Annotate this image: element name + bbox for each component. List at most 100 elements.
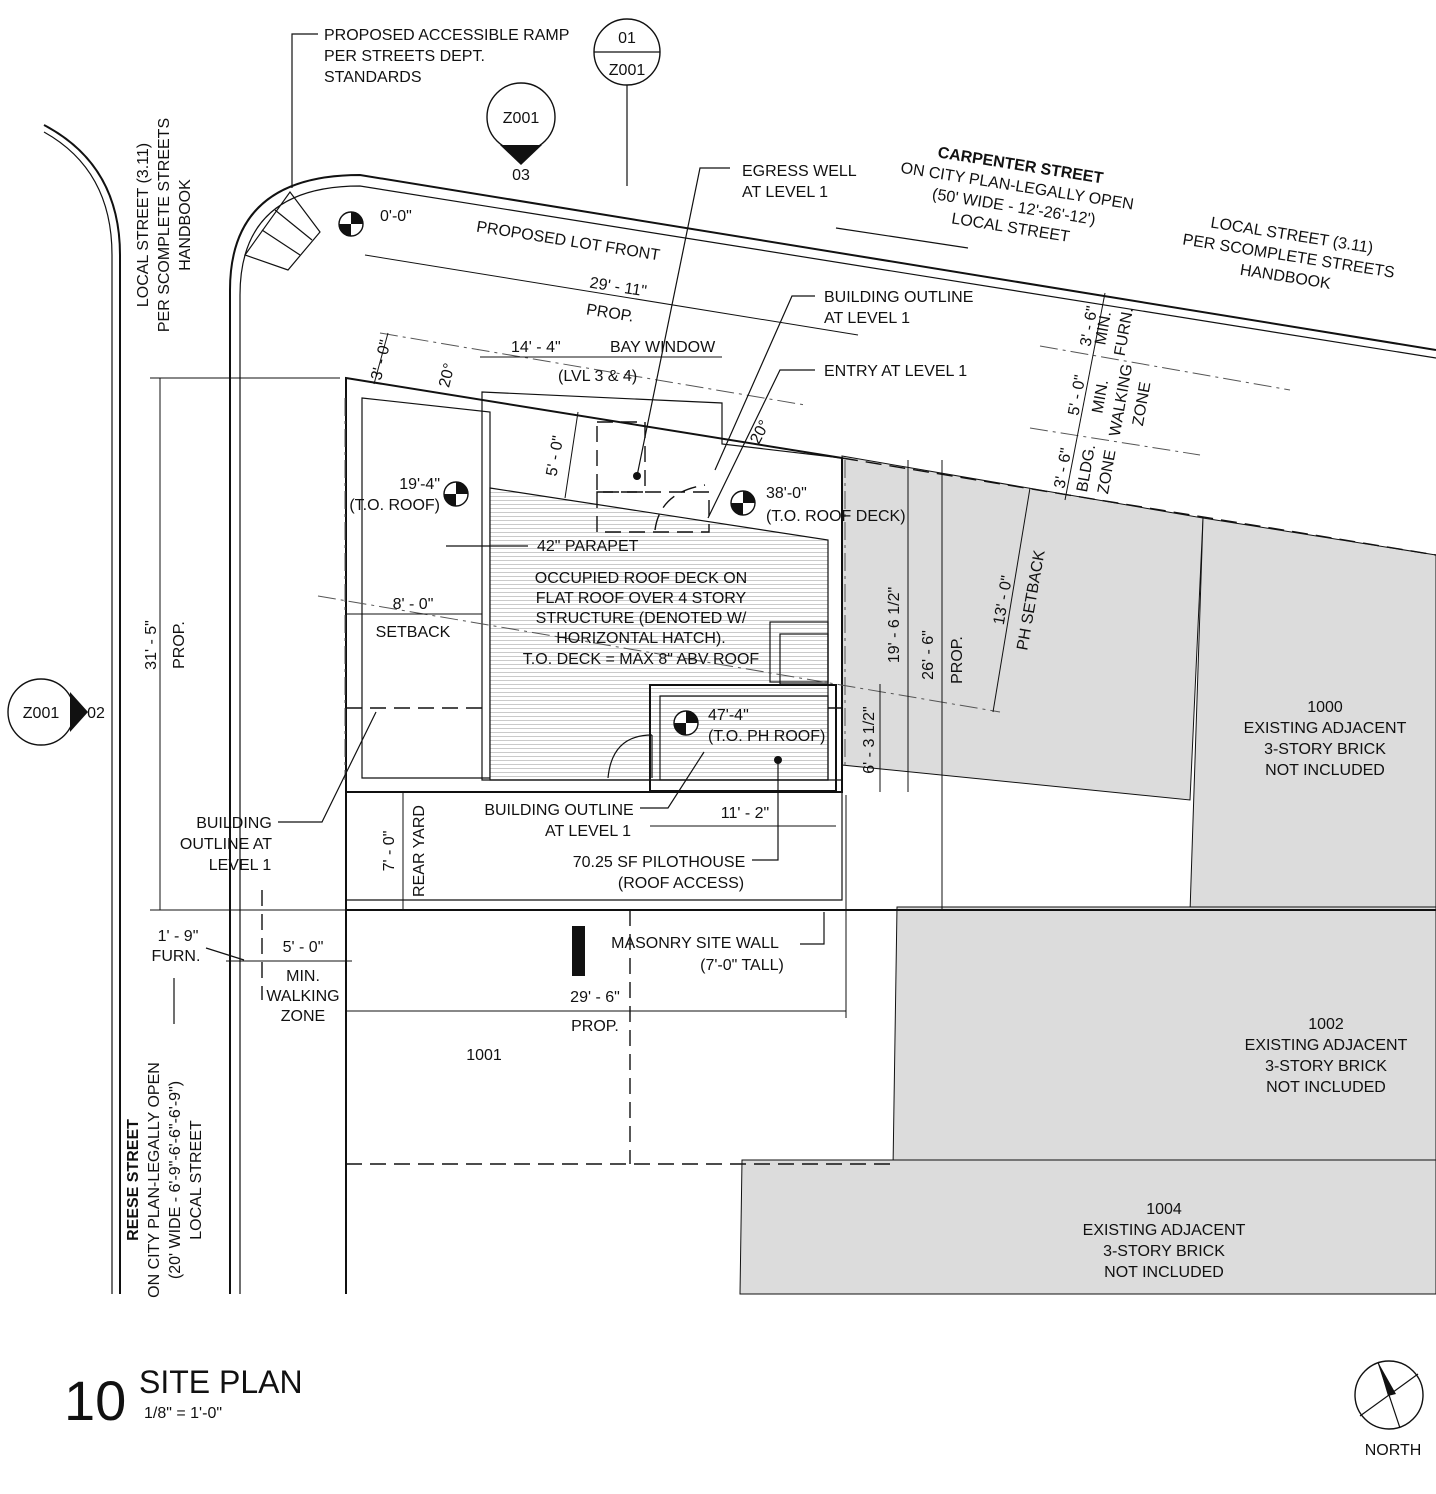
parapet-label: 42" PARAPET [537,538,639,555]
section-marker-01[interactable]: 01 Z001 [593,18,661,86]
leader-egress [636,167,730,477]
elev-deck-label: (T.O. ROOF DECK) [766,508,906,525]
rt-l2: PER SCOMPLETE STREETS [156,118,173,332]
masonry-l1: MASONRY SITE WALL [611,935,779,952]
pilothouse-door [607,734,653,779]
north-arrow-icon [1354,1360,1424,1430]
furn-right-l2: FURN. [1112,306,1137,357]
outline-bottom-l2: AT LEVEL 1 [545,823,631,840]
dim-8-value: 8' - 0" [393,596,434,613]
lot-1002-l3: NOT INCLUDED [1266,1079,1386,1096]
dim-right-prop: PROP. [949,636,966,684]
lot-1000-l3: NOT INCLUDED [1265,762,1385,779]
setback-line [317,595,1001,713]
bldg-zone-l2: ZONE [1095,449,1119,496]
setback-line [1029,427,1201,456]
ramp-hatch [274,209,313,241]
dim-13 [992,487,1031,713]
elev-roof-value: 19'-4" [399,476,440,493]
walk-left-l1: MIN. [286,968,320,985]
masonry-l2: (7'-0" TALL) [700,957,784,974]
elevation-target-icon [730,490,756,516]
setback-label: SETBACK [376,624,451,641]
dim-19-value: 19' - 6 1/2" [886,587,903,663]
elev-deck-value: 38'-0" [766,485,807,502]
deck-note-l1: OCCUPIED ROOF DECK ON [535,570,747,587]
leader-outline-left [278,711,377,823]
elevation-target-icon [673,710,699,736]
egress-well [596,421,646,493]
dim-left-prop: PROP. [171,621,188,669]
elev-roof-label: (T.O. ROOF) [349,497,440,514]
entry-outline [596,491,710,533]
reese-l2: (20' WIDE - 6'-9"-6'-6"-6'-9") [167,1081,184,1279]
leader-outline-bottom [640,751,705,809]
carpenter-direction-arrow [835,227,969,249]
elev-ph-label: (T.O. PH ROOF) [708,728,825,745]
section-marker-02[interactable]: Z001 02 [7,678,105,746]
walk-left-l2: WALKING [266,988,339,1005]
bay-window-label: BAY WINDOW [610,339,716,356]
dim-egress-value: 5' - 0" [544,435,568,478]
dim-31-value: 31' - 5" [143,620,160,670]
dim-rear-value: 29' - 6" [570,989,620,1006]
lot-1002-number: 1002 [1308,1016,1344,1033]
marker-top: 01 [618,30,636,47]
deck-note-l3: STRUCTURE (DENOTED W/ [536,610,747,627]
dim-front-prop: PROP. [585,301,635,325]
pilothouse-l1: 70.25 SF PILOTHOUSE [573,854,746,871]
outline-left-l3: LEVEL 1 [209,857,272,874]
marker-top: Z001 [23,705,60,722]
rear-yard-label: REAR YARD [411,805,428,897]
entry-label: ENTRY AT LEVEL 1 [824,363,967,380]
leader-entry [707,369,815,519]
marker-bottom: 03 [512,167,530,184]
dim-rear-prop: PROP. [571,1018,619,1035]
dim-26-value: 26' - 6" [920,630,937,680]
elevation-target-icon [443,481,469,507]
outline-top-l2: AT LEVEL 1 [824,310,910,327]
bay-levels-label: (LVL 3 & 4) [558,368,637,385]
masonry-site-wall [572,926,585,976]
lot-1000-rear-area [1189,517,1436,913]
deck-note-l4: HORIZONTAL HATCH). [556,630,725,647]
furn-left: FURN. [152,948,201,965]
marker-bottom: 02 [87,705,105,722]
section-marker-03[interactable]: Z001 03 [486,82,556,184]
lot-1000-l1: EXISTING ADJACENT [1244,720,1407,737]
deck-note-l2: FLAT ROOF OVER 4 STORY [536,590,747,607]
leader-ramp [291,33,318,188]
dim-3-0-value: 3' - 0" [368,338,394,382]
lot-1004-l1: EXISTING ADJACENT [1083,1222,1246,1239]
dim-sidewalk [1064,292,1106,501]
walk-right-l3: ZONE [1130,381,1154,428]
accessible-ramp [244,190,321,271]
reese-curb-line-inner [43,131,113,1294]
lot-1002-l2: 3-STORY BRICK [1265,1058,1387,1075]
pilothouse-l2: (ROOF ACCESS) [618,875,744,892]
dim-bay-value: 14' - 4" [511,339,561,356]
marker-bottom: Z001 [609,62,646,79]
elev-ph-value: 47'-4" [708,707,749,724]
lot-1001-number: 1001 [466,1047,502,1064]
carpenter-street-label: CARPENTER STREET ON CITY PLAN-LEGALLY OP… [899,144,1134,245]
entry-door-swing [654,484,706,531]
lot-1000-l2: 3-STORY BRICK [1264,741,1386,758]
building-outline-dashed [841,457,1436,556]
dim-3-6a: 3' - 6" [1078,305,1102,348]
furn-right-l1: MIN. [1092,310,1115,346]
lot-1002-l1: EXISTING ADJACENT [1245,1037,1408,1054]
lot-1004-number: 1004 [1146,1201,1182,1218]
lot-1004-l2: 3-STORY BRICK [1103,1243,1225,1260]
elev-zero: 0'-0" [380,208,412,225]
setback-line [379,332,806,406]
dim-1-9: 1' - 9" [158,928,199,945]
dim-6-value: 6' - 3 1/2" [861,706,878,773]
reese-name: REESE STREET [125,1119,142,1241]
dim-front [364,254,859,336]
lot-front-label: PROPOSED LOT FRONT [475,219,661,265]
outline-top-l1: BUILDING OUTLINE [824,289,973,306]
rt-l1: LOCAL STREET (3.11) [135,143,152,307]
dim-5-0w: 5' - 0" [1066,374,1090,417]
